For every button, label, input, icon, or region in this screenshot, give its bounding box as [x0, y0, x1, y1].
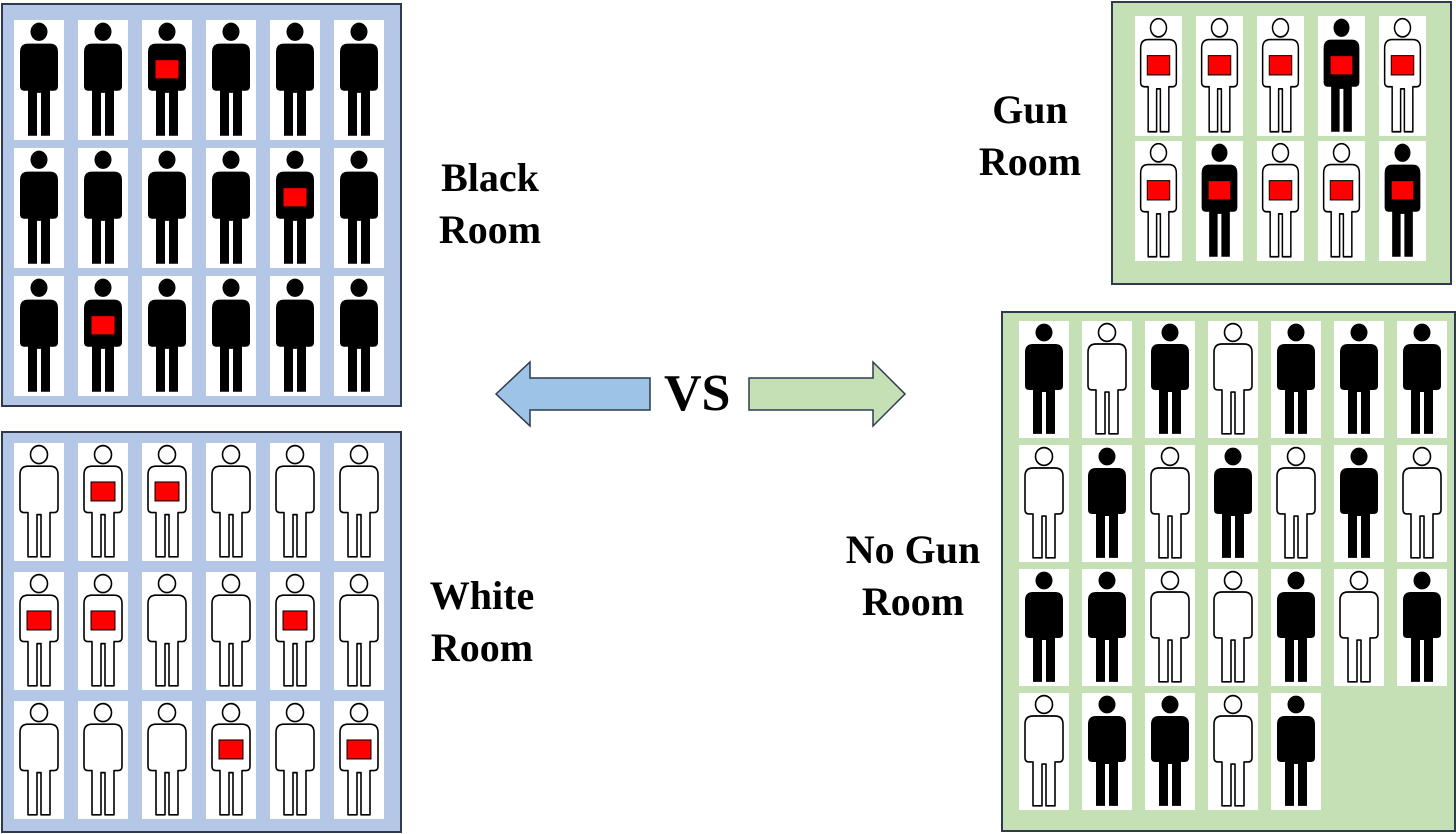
- person-icon: [1397, 321, 1447, 438]
- white-room-label-line1: White: [429, 573, 535, 618]
- person-icon: [78, 701, 128, 819]
- person-icon: [78, 148, 128, 268]
- person-icon: [1196, 141, 1243, 261]
- person-icon: [78, 20, 128, 140]
- person-icon: [1334, 569, 1384, 686]
- person-icon: [1019, 445, 1069, 562]
- person-icon: [1145, 693, 1195, 810]
- right-arrow-icon: [748, 360, 907, 428]
- no-gun-room-label: No Gun Room: [828, 524, 998, 628]
- person-icon: [206, 443, 256, 561]
- person-icon: [1145, 321, 1195, 438]
- person-icon: [334, 20, 384, 140]
- person-icon: [1019, 569, 1069, 686]
- person-icon: [1208, 321, 1258, 438]
- person-icon: [334, 276, 384, 396]
- white-room-label-line2: Room: [430, 625, 534, 670]
- person-icon: [1145, 569, 1195, 686]
- person-icon: [1196, 16, 1243, 136]
- person-icon: [270, 20, 320, 140]
- person-icon: [1082, 445, 1132, 562]
- white-room-label: White Room: [412, 570, 552, 674]
- person-icon: [14, 572, 64, 690]
- person-icon: [206, 572, 256, 690]
- person-icon: [270, 276, 320, 396]
- vs-text: VS: [664, 365, 731, 422]
- gun-room-label-line2: Room: [978, 139, 1082, 184]
- person-icon: [142, 572, 192, 690]
- person-icon: [1334, 445, 1384, 562]
- person-icon: [206, 148, 256, 268]
- gun-room-panel: [1111, 1, 1452, 285]
- no-gun-room-label-line1: No Gun: [845, 527, 981, 572]
- person-icon: [1318, 16, 1365, 136]
- person-icon: [270, 148, 320, 268]
- person-icon: [1145, 445, 1195, 562]
- person-icon: [78, 443, 128, 561]
- black-room-label-line1: Black: [441, 155, 539, 200]
- person-icon: [1208, 693, 1258, 810]
- person-icon: [1397, 569, 1447, 686]
- person-icon: [78, 572, 128, 690]
- person-icon: [1397, 445, 1447, 562]
- person-icon: [14, 443, 64, 561]
- gun-room-label: Gun Room: [960, 84, 1100, 188]
- person-icon: [334, 148, 384, 268]
- person-icon: [1082, 321, 1132, 438]
- left-arrow-icon: [494, 360, 651, 428]
- person-icon: [14, 20, 64, 140]
- no-gun-room-panel: [1001, 311, 1456, 832]
- person-icon: [14, 701, 64, 819]
- person-icon: [14, 148, 64, 268]
- person-icon: [1318, 141, 1365, 261]
- person-icon: [1019, 321, 1069, 438]
- person-icon: [206, 20, 256, 140]
- person-icon: [334, 572, 384, 690]
- white-room-panel: [1, 431, 402, 833]
- person-icon: [1257, 16, 1304, 136]
- person-icon: [142, 276, 192, 396]
- person-icon: [142, 443, 192, 561]
- person-icon: [1271, 569, 1321, 686]
- person-icon: [1271, 445, 1321, 562]
- gun-room-label-line1: Gun: [992, 87, 1068, 132]
- person-icon: [270, 572, 320, 690]
- person-icon: [1257, 141, 1304, 261]
- person-icon: [78, 276, 128, 396]
- person-icon: [1334, 321, 1384, 438]
- person-icon: [1379, 16, 1426, 136]
- person-icon: [206, 701, 256, 819]
- person-icon: [14, 276, 64, 396]
- person-icon: [1271, 321, 1321, 438]
- person-icon: [142, 148, 192, 268]
- person-icon: [142, 20, 192, 140]
- person-icon: [1135, 141, 1182, 261]
- person-icon: [1135, 16, 1182, 136]
- person-icon: [142, 701, 192, 819]
- person-icon: [334, 443, 384, 561]
- black-room-label: Black Room: [420, 152, 560, 256]
- person-icon: [1082, 693, 1132, 810]
- person-icon: [206, 276, 256, 396]
- person-icon: [270, 701, 320, 819]
- person-icon: [1379, 141, 1426, 261]
- person-icon: [334, 701, 384, 819]
- person-icon: [1082, 569, 1132, 686]
- black-room-panel: [1, 3, 402, 407]
- person-icon: [1208, 445, 1258, 562]
- person-icon: [1271, 693, 1321, 810]
- black-room-label-line2: Room: [438, 207, 542, 252]
- no-gun-room-label-line2: Room: [861, 579, 965, 624]
- person-icon: [270, 443, 320, 561]
- person-icon: [1019, 693, 1069, 810]
- person-icon: [1208, 569, 1258, 686]
